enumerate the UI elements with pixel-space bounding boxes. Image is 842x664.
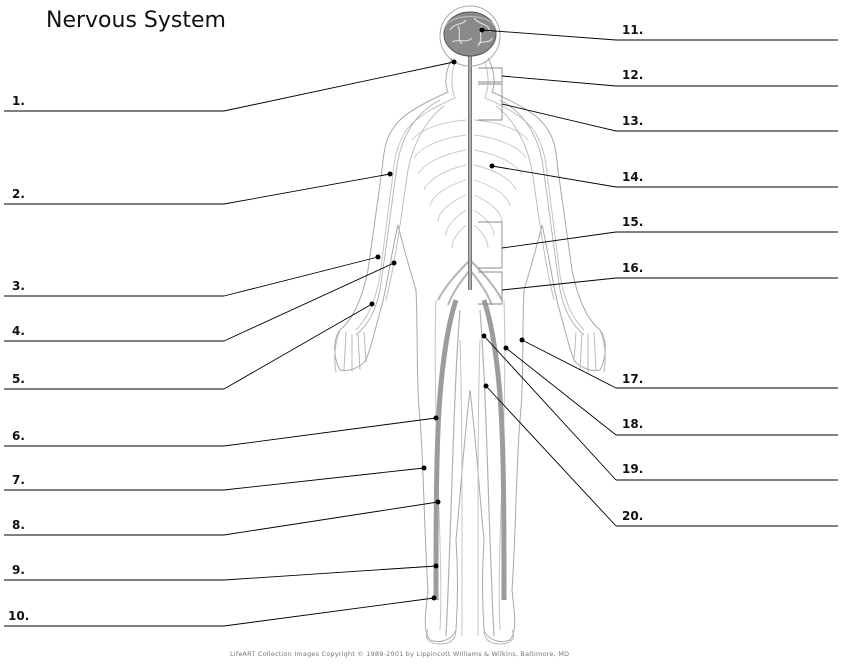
leader-9	[223, 565, 437, 581]
label-2: 2.	[12, 187, 25, 201]
arm-nerve-left	[355, 99, 441, 336]
sciatic-nerve-left	[433, 299, 459, 601]
leader-15	[501, 231, 617, 249]
leader-16	[501, 277, 617, 291]
rib-2	[413, 134, 527, 159]
arm-nerve-right	[499, 99, 585, 336]
dot-18	[503, 345, 509, 351]
leader-20	[485, 385, 617, 527]
dot-4	[391, 260, 397, 266]
label-17: 17.	[622, 372, 644, 386]
dot-1	[451, 59, 457, 65]
dot-14	[489, 163, 495, 169]
leader-13	[501, 103, 617, 132]
leader-5	[223, 303, 373, 390]
label-7: 7.	[12, 473, 25, 487]
dot-9	[433, 563, 439, 569]
left-hand	[334, 329, 367, 373]
leader-14	[491, 165, 617, 188]
body-outline	[334, 57, 606, 643]
leader-10	[223, 597, 435, 627]
right-hand	[573, 329, 606, 373]
label-11: 11.	[622, 23, 644, 37]
label-14: 14.	[622, 170, 644, 184]
label-13: 13.	[622, 114, 644, 128]
leader-8	[223, 501, 439, 536]
label-18: 18.	[622, 417, 644, 431]
dot-20	[483, 383, 489, 389]
dot-7	[421, 465, 427, 471]
rib-6	[437, 194, 503, 223]
dot-2	[387, 171, 393, 177]
leader-1	[223, 61, 455, 112]
label-10: 10.	[8, 609, 30, 623]
rib-3	[417, 149, 523, 175]
sciatic-nerve-right	[481, 299, 507, 601]
skin-inner-outline	[355, 61, 585, 331]
label-5: 5.	[12, 372, 25, 386]
rib-4	[423, 164, 517, 191]
label-9: 9.	[12, 563, 25, 577]
rib-5	[429, 179, 511, 207]
copyright-credit: LifeART Collection Images Copyright © 19…	[230, 650, 570, 658]
leader-18	[505, 347, 617, 436]
feet	[426, 629, 514, 645]
dot-6	[433, 415, 439, 421]
dot-3	[375, 254, 381, 260]
leader-19	[483, 335, 617, 481]
label-4: 4.	[12, 324, 25, 338]
dot-10	[431, 595, 437, 601]
arm-nerve-right-2	[495, 105, 555, 301]
sacral-plexus	[437, 259, 503, 306]
bracket-15	[478, 221, 503, 269]
leader-3	[223, 256, 379, 297]
dot-8	[435, 499, 441, 505]
label-1: 1.	[12, 94, 25, 108]
leader-7	[223, 467, 425, 491]
leader-6	[223, 417, 437, 447]
label-12: 12.	[622, 68, 644, 82]
dot-5	[369, 301, 375, 307]
dot-17	[519, 337, 525, 343]
leader-11	[481, 29, 617, 41]
label-8: 8.	[12, 518, 25, 532]
dot-11	[479, 27, 485, 33]
rib-1	[411, 119, 529, 141]
leg-nerve-branch-left	[445, 309, 461, 637]
brain	[443, 11, 497, 57]
leader-4	[223, 262, 395, 342]
rib-8	[451, 224, 489, 249]
arm-nerve-left-2	[385, 105, 445, 301]
label-19: 19.	[622, 462, 644, 476]
leader-2	[223, 173, 391, 205]
page-title: Nervous System	[46, 8, 226, 33]
label-20: 20.	[622, 509, 644, 523]
label-16: 16.	[622, 261, 644, 275]
bracket-12	[478, 67, 503, 83]
bracket-13	[478, 83, 503, 121]
bracket-16	[478, 271, 503, 305]
head-outline	[439, 5, 501, 67]
leader-17	[521, 339, 617, 389]
leader-12	[501, 75, 617, 87]
label-15: 15.	[622, 215, 644, 229]
label-6: 6.	[12, 429, 25, 443]
dot-19	[481, 333, 487, 339]
label-3: 3.	[12, 279, 25, 293]
leg-nerve-branch-right	[479, 309, 495, 637]
